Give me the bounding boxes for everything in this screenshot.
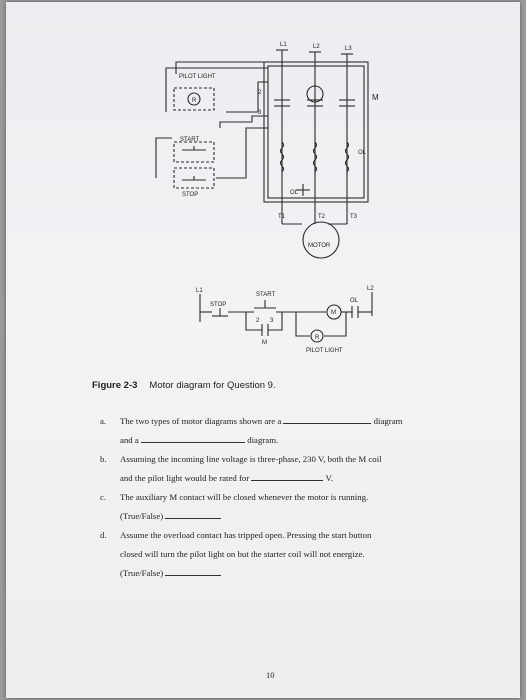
question-a: a. The two types of motor diagrams shown…	[100, 412, 460, 450]
question-text: Assume the overload contact has tripped …	[120, 530, 372, 540]
ladder-start-label: START	[256, 292, 275, 298]
figure-number: Figure 2-3	[92, 380, 138, 391]
l3-label: L3	[345, 46, 352, 52]
question-b: b. Assuming the incoming line voltage is…	[100, 450, 460, 488]
terminal-3-label: 3	[258, 110, 262, 116]
question-text: diagram	[373, 416, 403, 426]
l2-label: L2	[313, 44, 320, 50]
ladder-overload-label: OL	[350, 298, 359, 304]
overload-right-label: OL	[358, 150, 367, 156]
question-letter: c.	[100, 492, 107, 502]
question-list: a. The two types of motor diagrams shown…	[100, 412, 460, 583]
figure-caption: Figure 2-3 Motor diagram for Question 9.	[92, 380, 276, 391]
answer-blank[interactable]	[165, 509, 222, 519]
textbook-page: L1 L2 L3 PILOT LIGHT R START STOP M OL O…	[6, 2, 520, 698]
question-text: The two types of motor diagrams shown ar…	[120, 416, 282, 426]
pilot-lamp-label: R	[192, 98, 197, 104]
question-text: (True/False)	[120, 511, 164, 521]
question-text: and a	[120, 435, 139, 445]
answer-blank[interactable]	[251, 471, 324, 481]
ladder-l2-label: L2	[367, 286, 374, 292]
question-d: d. Assume the overload contact has tripp…	[100, 526, 460, 583]
ladder-diagram	[199, 292, 373, 343]
ladder-coil-label: M	[331, 310, 336, 316]
t1-label: T1	[278, 214, 286, 220]
wiring-diagram	[155, 49, 369, 259]
ladder-aux-m-label: M	[262, 340, 267, 346]
question-text: The auxiliary M contact will be closed w…	[120, 492, 369, 502]
ladder-stop-label: STOP	[210, 302, 226, 308]
pilot-light-label: PILOT LIGHT	[179, 74, 216, 80]
question-text: closed will turn the pilot light on but …	[120, 549, 365, 559]
question-text: V.	[325, 473, 333, 483]
ladder-pilot-light-label: PILOT LIGHT	[306, 348, 343, 354]
question-text: Assuming the incoming line voltage is th…	[120, 454, 382, 464]
answer-blank[interactable]	[141, 433, 246, 443]
ladder-aux-2-label: 2	[256, 318, 260, 324]
ladder-l1-label: L1	[196, 288, 203, 294]
ladder-aux-3-label: 3	[270, 318, 274, 324]
question-text: (True/False)	[120, 568, 164, 578]
question-text: diagram.	[247, 435, 279, 445]
answer-blank[interactable]	[283, 414, 372, 424]
figure-caption-text: Motor diagram for Question 9.	[149, 380, 276, 391]
question-letter: a.	[100, 416, 107, 426]
overload-label: OL	[290, 190, 299, 196]
t3-label: T3	[350, 214, 358, 220]
start-label: START	[180, 137, 199, 143]
t2-label: T2	[318, 214, 326, 220]
motor-label: MOTOR	[308, 243, 331, 249]
question-letter: b.	[100, 454, 107, 464]
contactor-label: M	[372, 93, 379, 102]
l1-label: L1	[280, 42, 287, 48]
question-c: c. The auxiliary M contact will be close…	[100, 488, 460, 526]
stop-label: STOP	[182, 192, 198, 198]
ladder-lamp-label: R	[315, 335, 320, 341]
motor-diagrams: L1 L2 L3 PILOT LIGHT R START STOP M OL O…	[155, 42, 379, 354]
page-number: 10	[266, 670, 275, 680]
terminal-2-label: 2	[258, 90, 262, 96]
question-letter: d.	[100, 530, 107, 540]
question-text: and the pilot light would be rated for	[120, 473, 250, 483]
answer-blank[interactable]	[165, 566, 222, 576]
